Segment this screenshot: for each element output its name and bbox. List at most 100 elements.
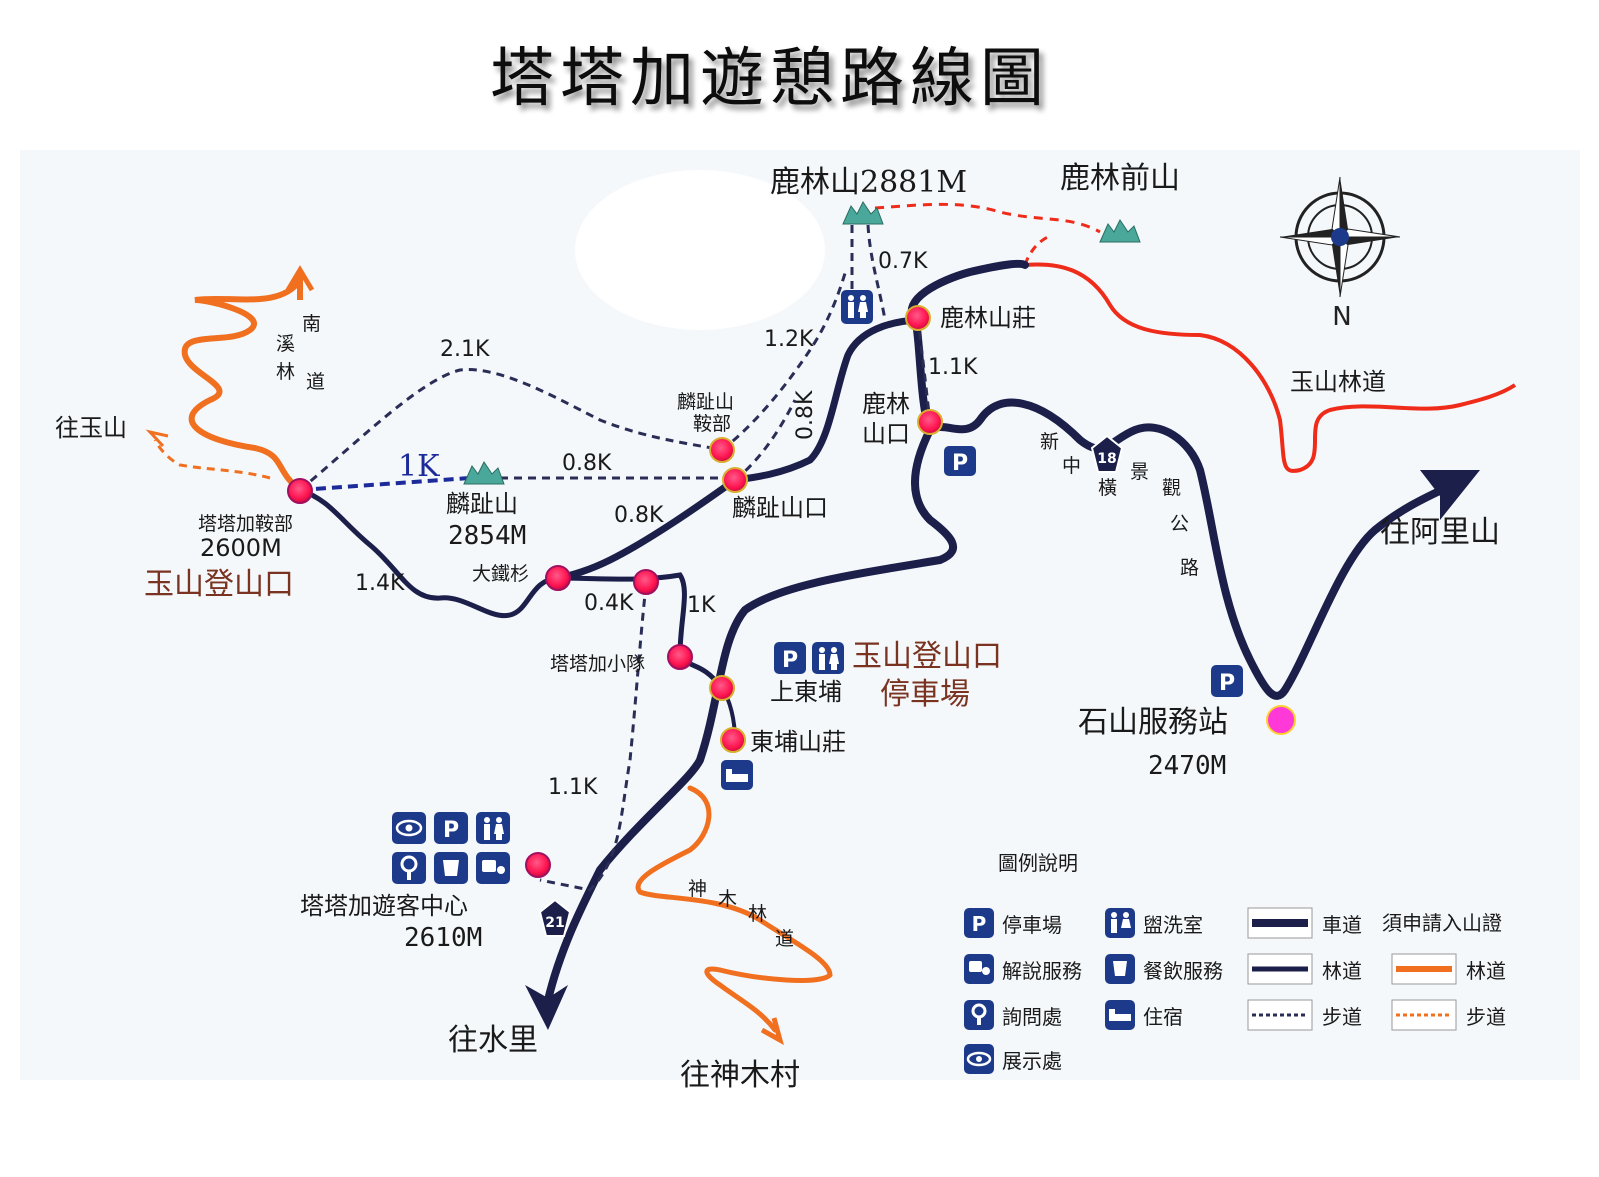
label-lulin-front-peak: 鹿林前山	[1060, 161, 1180, 196]
svg-text:P: P	[952, 451, 968, 476]
main-road	[544, 398, 1454, 1004]
label-dongpu-villa: 東埔山莊	[750, 728, 846, 756]
legend-info-icon	[964, 1000, 994, 1030]
label-yushan-trailhead-parking-2: 停車場	[880, 677, 970, 712]
label-to-alishan: 往阿里山	[1380, 515, 1500, 550]
poi-shangdongpu[interactable]	[709, 675, 735, 701]
legend-forest-road-swatch	[1247, 953, 1313, 985]
label-yushan-trailhead: 玉山登山口	[144, 567, 294, 602]
parking-icon: P	[774, 642, 806, 674]
lulin-front-peak-trail	[874, 202, 1101, 234]
poi-dongpu-villa[interactable]	[720, 727, 746, 753]
label-big-iron-cedar: 大鐵杉	[472, 563, 529, 585]
parking-icon: P	[1211, 665, 1243, 697]
trail-1-1k-bottom	[539, 584, 648, 892]
label-xzh-5: 觀	[1162, 477, 1181, 499]
dining-icon	[434, 852, 468, 884]
label-to-shenmu: 往神木村	[680, 1058, 800, 1093]
label-lulin-trailhead-2: 山口	[862, 420, 910, 448]
poi-shishan-station[interactable]	[1266, 705, 1296, 735]
poi-tataka-team[interactable]	[667, 644, 693, 670]
label-lulin-trailhead-1: 鹿林	[862, 390, 910, 418]
map-title: 塔塔加遊憩路線圖	[490, 42, 1050, 116]
poi-lulin-villa[interactable]	[905, 305, 931, 331]
legend-lodging-icon	[1105, 1000, 1135, 1030]
toilet-icon	[476, 812, 510, 844]
compass-n-label: N	[1332, 302, 1351, 332]
label-shishan-station: 石山服務站	[1078, 705, 1228, 740]
to-yushan-arrow	[145, 429, 169, 448]
dist-12k: 1.2K	[764, 327, 814, 352]
label-yushan-trailhead-parking-1: 玉山登山口	[852, 639, 1002, 674]
svg-text:P: P	[1219, 671, 1235, 696]
to-alishan-arrow	[1420, 470, 1480, 520]
yushan-trailhead-road	[297, 487, 725, 691]
dist-04k: 0.4K	[584, 591, 634, 616]
lulin-road	[907, 259, 1029, 434]
dist-14k: 1.4K	[355, 571, 405, 596]
label-linzhi-elev: 2854M	[448, 521, 526, 551]
legend-trail-permit-swatch	[1391, 999, 1457, 1031]
poi-big-iron-cedar[interactable]	[545, 565, 571, 591]
label-lulin-peak: 鹿林山2881M	[770, 165, 967, 200]
poi-visitor-center[interactable]	[525, 852, 551, 878]
svg-text:18: 18	[1097, 451, 1116, 467]
poi-junction-04k[interactable]	[633, 569, 659, 595]
label-xzh-7: 路	[1180, 557, 1199, 579]
compass-icon	[1279, 176, 1401, 298]
legend-exhibit: 展示處	[1002, 1049, 1062, 1073]
trail-1-2k	[721, 269, 848, 452]
label-nanxi-3: 林	[276, 361, 295, 383]
poi-linzhi-saddle[interactable]	[709, 437, 735, 463]
label-nanxi-2: 溪	[276, 333, 295, 355]
legend-dining: 餐飲服務	[1143, 959, 1223, 983]
legend-forest-road-permit: 林道	[1466, 959, 1506, 983]
interpretation-icon	[476, 852, 510, 884]
label-visitor-center: 塔塔加遊客中心	[300, 892, 468, 920]
label-xzh-4: 景	[1130, 461, 1149, 483]
label-xzh-3: 橫	[1098, 477, 1117, 499]
nanxi-arrow-head	[285, 265, 315, 292]
dist-08k-low: 0.8K	[614, 503, 664, 528]
legend-forest-road-permit-swatch	[1391, 953, 1457, 985]
label-shishan-elev: 2470M	[1148, 751, 1226, 781]
label-linzhi-peak: 麟趾山	[446, 490, 518, 518]
svg-text:P: P	[972, 912, 987, 936]
legend-toilet: 盥洗室	[1143, 913, 1203, 937]
label-lulin-villa: 鹿林山莊	[940, 304, 1036, 332]
legend-exhibit-icon	[964, 1044, 994, 1074]
dist-1k-low: 1K	[687, 593, 716, 618]
to-shuili-arrow	[525, 985, 568, 1030]
label-xzh-2: 中	[1062, 455, 1081, 477]
label-xzh-1: 新	[1040, 431, 1059, 453]
poi-linzhi-trailhead[interactable]	[722, 467, 748, 493]
dist-11k-top: 1.1K	[928, 355, 978, 380]
label-tataka-saddle: 塔塔加鞍部	[198, 513, 293, 535]
label-yushan-forest-road: 玉山林道	[1290, 368, 1386, 396]
legend-interpretation-icon	[964, 954, 994, 984]
legend-trail-permit: 步道	[1466, 1005, 1506, 1029]
legend-permit-note: 須申請入山證	[1382, 911, 1502, 935]
peak-icon-linzhi	[463, 461, 505, 485]
route-21-shield-icon: 21	[538, 898, 572, 937]
legend-parking-icon: P	[964, 908, 994, 938]
dist-21k: 2.1K	[440, 337, 490, 362]
to-yushan-trail	[153, 439, 271, 480]
poi-tataka-saddle[interactable]	[287, 478, 313, 504]
legend-forest-road: 林道	[1322, 959, 1362, 983]
legend-interpretation: 解說服務	[1002, 959, 1082, 983]
legend: 圖例說明 P 停車場 盥洗室 車道 須申請入山證 解說服務 餐飲服務	[964, 851, 1506, 1074]
parking-icon: P	[434, 812, 468, 844]
nanxi-forest-road	[181, 277, 303, 491]
trail-1-1k-top	[916, 317, 932, 423]
label-to-yushan: 往玉山	[55, 414, 127, 442]
shenmu-forest-road	[635, 785, 833, 1033]
trail-lulin-peak-b	[866, 224, 887, 321]
svg-text:21: 21	[545, 915, 564, 931]
legend-title: 圖例說明	[998, 851, 1078, 875]
poi-lulin-trailhead[interactable]	[917, 409, 943, 435]
label-tataka-saddle-elev: 2600M	[200, 534, 282, 562]
parking-icon: P	[944, 446, 976, 476]
legend-trail: 步道	[1322, 1005, 1362, 1029]
